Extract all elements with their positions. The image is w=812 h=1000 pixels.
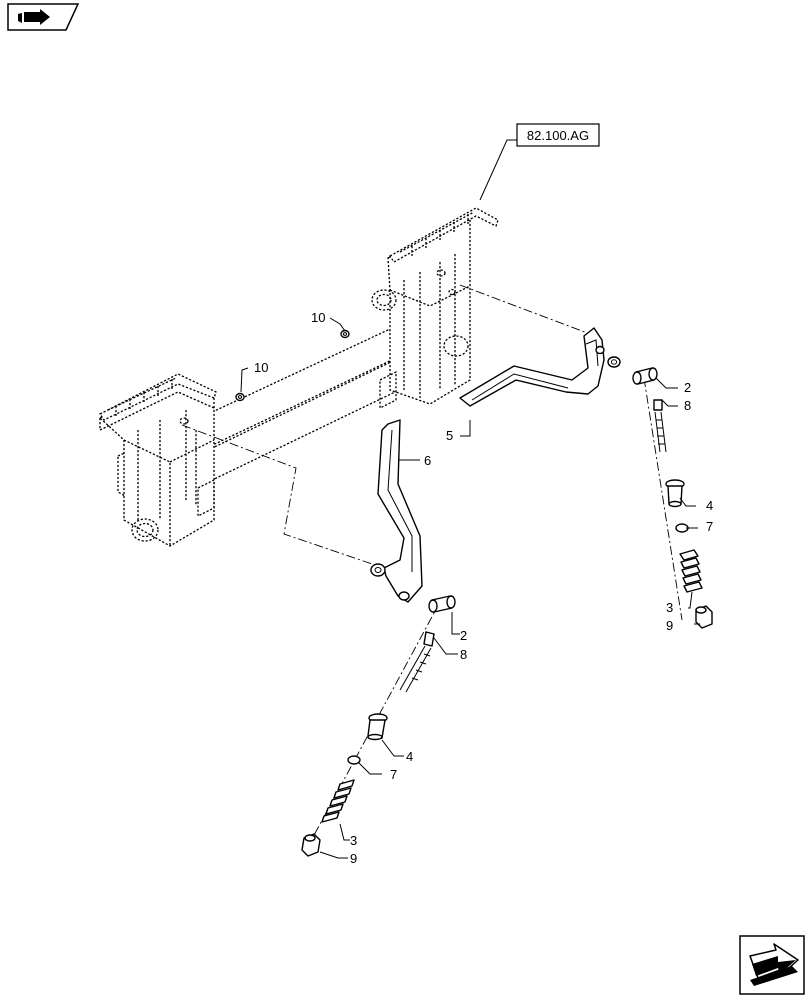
bolt-8-lower	[399, 631, 435, 693]
callout-3-upper: 3	[666, 600, 673, 615]
callout-8-lower: 8	[460, 647, 467, 662]
book-arrow-icon[interactable]	[7, 3, 80, 31]
spring-3-upper	[679, 549, 703, 593]
fastener-10-lower	[235, 392, 245, 402]
nut-9-upper	[695, 605, 713, 629]
sleeve-4-upper	[665, 479, 685, 508]
callout-10-lower: 10	[254, 360, 268, 375]
callout-8-upper: 8	[684, 398, 691, 413]
callout-leaders	[240, 317, 700, 859]
callout-6: 6	[424, 453, 431, 468]
callout-3-lower: 3	[350, 833, 357, 848]
sleeve-4-lower	[367, 713, 388, 741]
callout-5: 5	[446, 428, 453, 443]
callout-labels: 2 8 5 4 7 3 9 6 2 8 4 7 3 9 10 10	[254, 310, 713, 866]
bushing-2-upper	[632, 367, 658, 385]
callout-4-lower: 4	[406, 749, 413, 764]
callout-10-upper: 10	[311, 310, 325, 325]
pedal-6	[370, 419, 423, 603]
loader-frame	[98, 207, 499, 547]
washer-7-lower	[347, 755, 361, 765]
bolt-8-upper	[653, 399, 667, 453]
callout-4-upper: 4	[706, 498, 713, 513]
bushing-2-lower	[428, 595, 456, 613]
callout-2-upper: 2	[684, 380, 691, 395]
nut-9-lower	[301, 833, 321, 857]
fastener-10-upper	[340, 329, 350, 339]
spring-3-lower	[321, 779, 355, 823]
callout-7-lower: 7	[390, 767, 397, 782]
callout-9-lower: 9	[350, 851, 357, 866]
callout-9-upper: 9	[666, 618, 673, 633]
callout-2-lower: 2	[460, 628, 467, 643]
reference-box[interactable]: 82.100.AG	[479, 123, 600, 201]
pedal-5	[459, 327, 621, 407]
callout-7-upper: 7	[706, 519, 713, 534]
next-page-arrow-icon[interactable]	[739, 935, 805, 995]
reference-label: 82.100.AG	[527, 128, 589, 143]
